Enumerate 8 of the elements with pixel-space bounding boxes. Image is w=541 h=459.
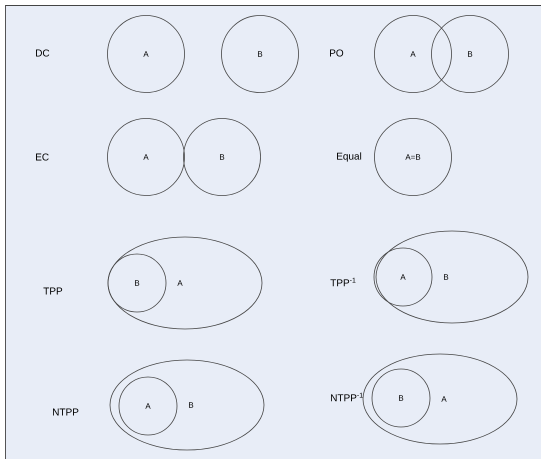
relation-label: PO: [330, 49, 344, 57]
relation-label: DC: [36, 49, 50, 57]
relation-label: NTPP: [53, 408, 78, 416]
relation-label: TPP$^{-1}$: [330, 278, 356, 286]
relation-label: Equal: [337, 152, 362, 162]
relation-label: TPP: [43, 288, 62, 294]
relation-label: EC: [36, 153, 49, 161]
relation-label: NTPP$^{-1}$: [331, 392, 363, 402]
